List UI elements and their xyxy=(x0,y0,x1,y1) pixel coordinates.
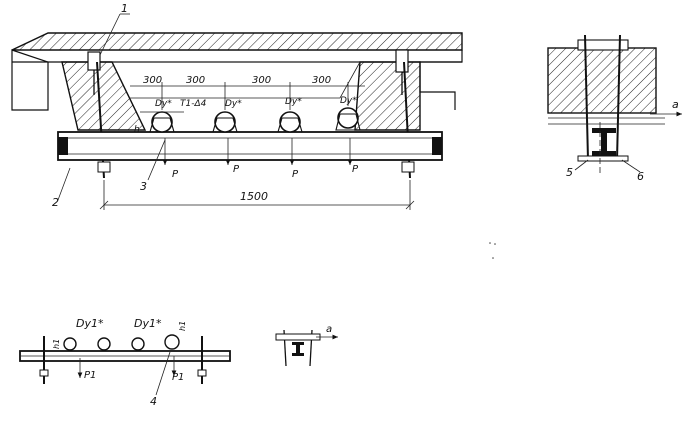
dim-1500: 1500 xyxy=(240,190,268,203)
svg-text:6: 6 xyxy=(637,170,644,183)
h-label: h xyxy=(134,125,140,135)
load-arrows: P P P P xyxy=(162,138,359,180)
callout-6: 6 xyxy=(621,159,644,183)
callout-2: 2 xyxy=(52,167,71,209)
dim-300-c: 300 xyxy=(252,75,271,86)
dy-label-1: Dy* xyxy=(155,99,172,109)
pipe-2 xyxy=(212,111,238,133)
slab-soffit-outline xyxy=(112,61,361,99)
callout-5: 5 xyxy=(566,159,589,179)
section-arrow-a: a xyxy=(672,98,679,111)
dim-300-a: 300 xyxy=(143,75,162,86)
svg-text:2: 2 xyxy=(52,196,59,209)
callout-3: 3 xyxy=(140,139,166,193)
right-beam-haunch xyxy=(354,61,421,131)
pipe-3 xyxy=(277,111,303,133)
lower-elevation-view: Dy1* Dy1* h1 h1 P1 P1 4 xyxy=(19,317,231,408)
span-dimension: 1500 xyxy=(99,180,415,210)
dy-label-4: Dy* xyxy=(340,96,357,106)
section-view-upper: a 5 6 xyxy=(547,34,682,183)
section-arrow-a-lower: a xyxy=(326,324,332,335)
lower-pipe-2 xyxy=(97,337,111,351)
lower-pipe-1 xyxy=(63,337,77,351)
svg-text:5: 5 xyxy=(566,166,573,179)
load-p-2: P xyxy=(233,164,240,175)
load-p-3: P xyxy=(292,169,299,180)
left-beam-haunch xyxy=(61,61,147,131)
t1-label: T1-Δ4 xyxy=(180,99,207,109)
dy1-label-1: Dy1* xyxy=(76,317,104,330)
lower-pipe-3 xyxy=(131,337,145,351)
svg-text:4: 4 xyxy=(150,395,157,408)
load-p1-right: P1 xyxy=(172,372,184,383)
callout-4: 4 xyxy=(150,351,171,408)
load-p-1: P xyxy=(172,169,179,180)
h1-label-left: h1 xyxy=(52,339,61,349)
dy-label-2: Dy* xyxy=(225,99,242,109)
h1-label-right: h1 xyxy=(178,321,187,331)
pipe-4 xyxy=(335,107,361,131)
pipe-1 xyxy=(140,111,184,133)
spacing-dimension: 300 300 300 300 xyxy=(130,75,365,110)
section-view-lower: a xyxy=(275,324,338,367)
dy1-label-2: Dy1* xyxy=(134,317,162,330)
lower-pipe-4 xyxy=(164,334,180,350)
load-p-4: P xyxy=(352,164,359,175)
main-elevation-view: 300 300 300 300 Dy* T1-Δ4 Dy* Dy* Dy* h … xyxy=(11,2,463,210)
dim-300-d: 300 xyxy=(312,75,331,86)
dim-300-b: 300 xyxy=(186,75,205,86)
i-beam-section xyxy=(592,128,616,156)
support-channel-beam xyxy=(57,131,443,173)
svg-text:1: 1 xyxy=(121,2,128,15)
scan-artifact xyxy=(489,242,496,259)
dy-label-3: Dy* xyxy=(285,97,302,107)
callout-1: 1 xyxy=(99,2,130,56)
load-p1-left: P1 xyxy=(84,370,96,381)
svg-text:3: 3 xyxy=(140,180,147,193)
